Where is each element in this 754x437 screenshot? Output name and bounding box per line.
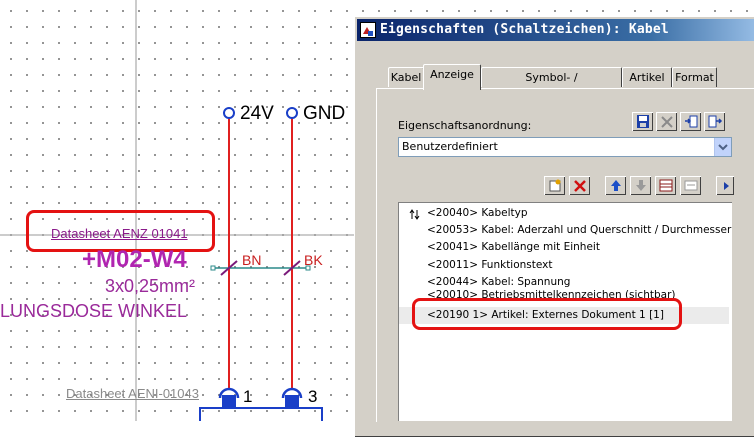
terminal-gnd-icon[interactable] bbox=[286, 107, 298, 119]
core-label-bk: BK bbox=[304, 252, 323, 268]
export-button[interactable] bbox=[704, 112, 725, 131]
export-icon bbox=[708, 115, 723, 128]
pin-3-socket-icon bbox=[281, 387, 303, 399]
cable-line-end-handle[interactable] bbox=[305, 265, 311, 271]
import-icon bbox=[685, 115, 698, 128]
highlight-box-datasheet bbox=[26, 210, 215, 252]
datasheet-link-connector[interactable]: Datasheet AENI-01043 bbox=[66, 386, 199, 401]
terminal-24v-icon[interactable] bbox=[223, 107, 235, 119]
pin-label-3: 3 bbox=[308, 387, 318, 406]
list-item-label: <20041> Kabellänge mit Einheit bbox=[427, 241, 600, 253]
group-icon bbox=[659, 179, 673, 192]
schematic-drawing bbox=[0, 0, 354, 421]
pin-1-contact[interactable] bbox=[222, 395, 236, 408]
delete-x-grey-icon bbox=[661, 116, 673, 128]
dialog-title: Eigenschaften (Schaltzeichen): Kabel bbox=[380, 22, 669, 37]
save-configuration-button[interactable] bbox=[632, 112, 653, 131]
list-item[interactable]: <20041> Kabellänge mit Einheit bbox=[399, 239, 729, 256]
more-button[interactable] bbox=[716, 176, 734, 195]
list-item[interactable]: <20040> Kabeltyp bbox=[399, 205, 729, 222]
core-mark-bk bbox=[283, 260, 301, 276]
remove-property-button[interactable] bbox=[569, 176, 590, 195]
tab-artikel[interactable]: Artikel bbox=[622, 67, 672, 87]
import-button[interactable] bbox=[680, 112, 701, 131]
pin-1-socket-icon bbox=[218, 387, 240, 399]
arrangement-label: Eigenschaftsanordnung: bbox=[398, 119, 532, 132]
rail-label-24v: 24V bbox=[240, 103, 274, 124]
list-item-label: <20053> Kabel: Aderzahl und Querschnitt … bbox=[427, 224, 732, 236]
list-item-selected[interactable]: <20190 1> Artikel: Externes Dokument 1 [… bbox=[399, 307, 729, 324]
list-item-label: <20040> Kabeltyp bbox=[427, 207, 528, 219]
list-item[interactable]: <20053> Kabel: Aderzahl und Querschnitt … bbox=[399, 222, 732, 239]
list-item[interactable]: <20011> Funktionstext bbox=[399, 257, 729, 274]
cable-identifier: +M02-W4 bbox=[82, 246, 187, 273]
ungroup-grey-icon bbox=[684, 180, 698, 191]
delete-configuration-button[interactable] bbox=[656, 112, 677, 131]
core-mark-bn bbox=[220, 260, 238, 276]
connector-housing[interactable] bbox=[199, 407, 323, 421]
list-item-label: <20011> Funktionstext bbox=[427, 259, 553, 271]
tab-kabel[interactable]: Kabel bbox=[388, 67, 424, 87]
chevron-right-icon bbox=[724, 182, 729, 190]
tab-symbol-funktionsdaten[interactable]: Symbol- / Funktionsdaten bbox=[481, 67, 622, 104]
move-up-button[interactable] bbox=[605, 176, 626, 195]
arrow-down-grey-icon bbox=[636, 180, 646, 191]
arrangement-select-value: Benutzerdefiniert bbox=[402, 140, 498, 153]
dialog-titlebar[interactable]: Eigenschaften (Schaltzeichen): Kabel bbox=[357, 19, 754, 41]
group-button[interactable] bbox=[655, 176, 676, 195]
list-item-label: <20190 1> Artikel: Externes Dokument 1 [… bbox=[427, 309, 664, 321]
add-property-button[interactable] bbox=[544, 176, 565, 195]
arrow-up-icon bbox=[611, 180, 621, 191]
list-item[interactable]: <20010> Betriebsmittelkennzeichen (sicht… bbox=[399, 290, 729, 300]
list-item-label: <20044> Kabel: Spannung bbox=[427, 276, 571, 288]
cable-cross-section: 3x0,25mm² bbox=[105, 276, 196, 296]
new-item-icon bbox=[549, 179, 561, 192]
list-item-label: <20010> Betriebsmittelkennzeichen (sicht… bbox=[427, 290, 676, 300]
move-down-button[interactable] bbox=[630, 176, 651, 195]
highlight-box-property bbox=[412, 298, 682, 330]
chevron-down-icon[interactable] bbox=[714, 138, 731, 156]
property-list[interactable]: <20040> Kabeltyp <20053> Kabel: Aderzahl… bbox=[398, 202, 732, 421]
list-item[interactable]: <20044> Kabel: Spannung bbox=[399, 274, 729, 291]
device-description: LUNGSDOSE WINKEL bbox=[0, 301, 188, 321]
cable-line-start-handle[interactable] bbox=[210, 265, 216, 271]
pin-label-1: 1 bbox=[243, 387, 253, 406]
save-icon bbox=[637, 115, 649, 128]
pin-3-contact[interactable] bbox=[285, 395, 299, 408]
arrangement-select[interactable]: Benutzerdefiniert bbox=[398, 137, 732, 157]
rail-label-gnd: GND bbox=[303, 103, 346, 124]
sort-order-icon bbox=[409, 209, 420, 220]
ungroup-button[interactable] bbox=[680, 176, 701, 195]
tab-anzeige[interactable]: Anzeige bbox=[423, 64, 481, 90]
delete-x-red-icon bbox=[574, 180, 586, 192]
datasheet-link-cable[interactable]: Datasheet AENZ 01041 bbox=[51, 226, 188, 241]
app-icon bbox=[360, 22, 376, 38]
core-label-bn: BN bbox=[242, 252, 262, 268]
tab-format[interactable]: Format bbox=[672, 67, 717, 87]
